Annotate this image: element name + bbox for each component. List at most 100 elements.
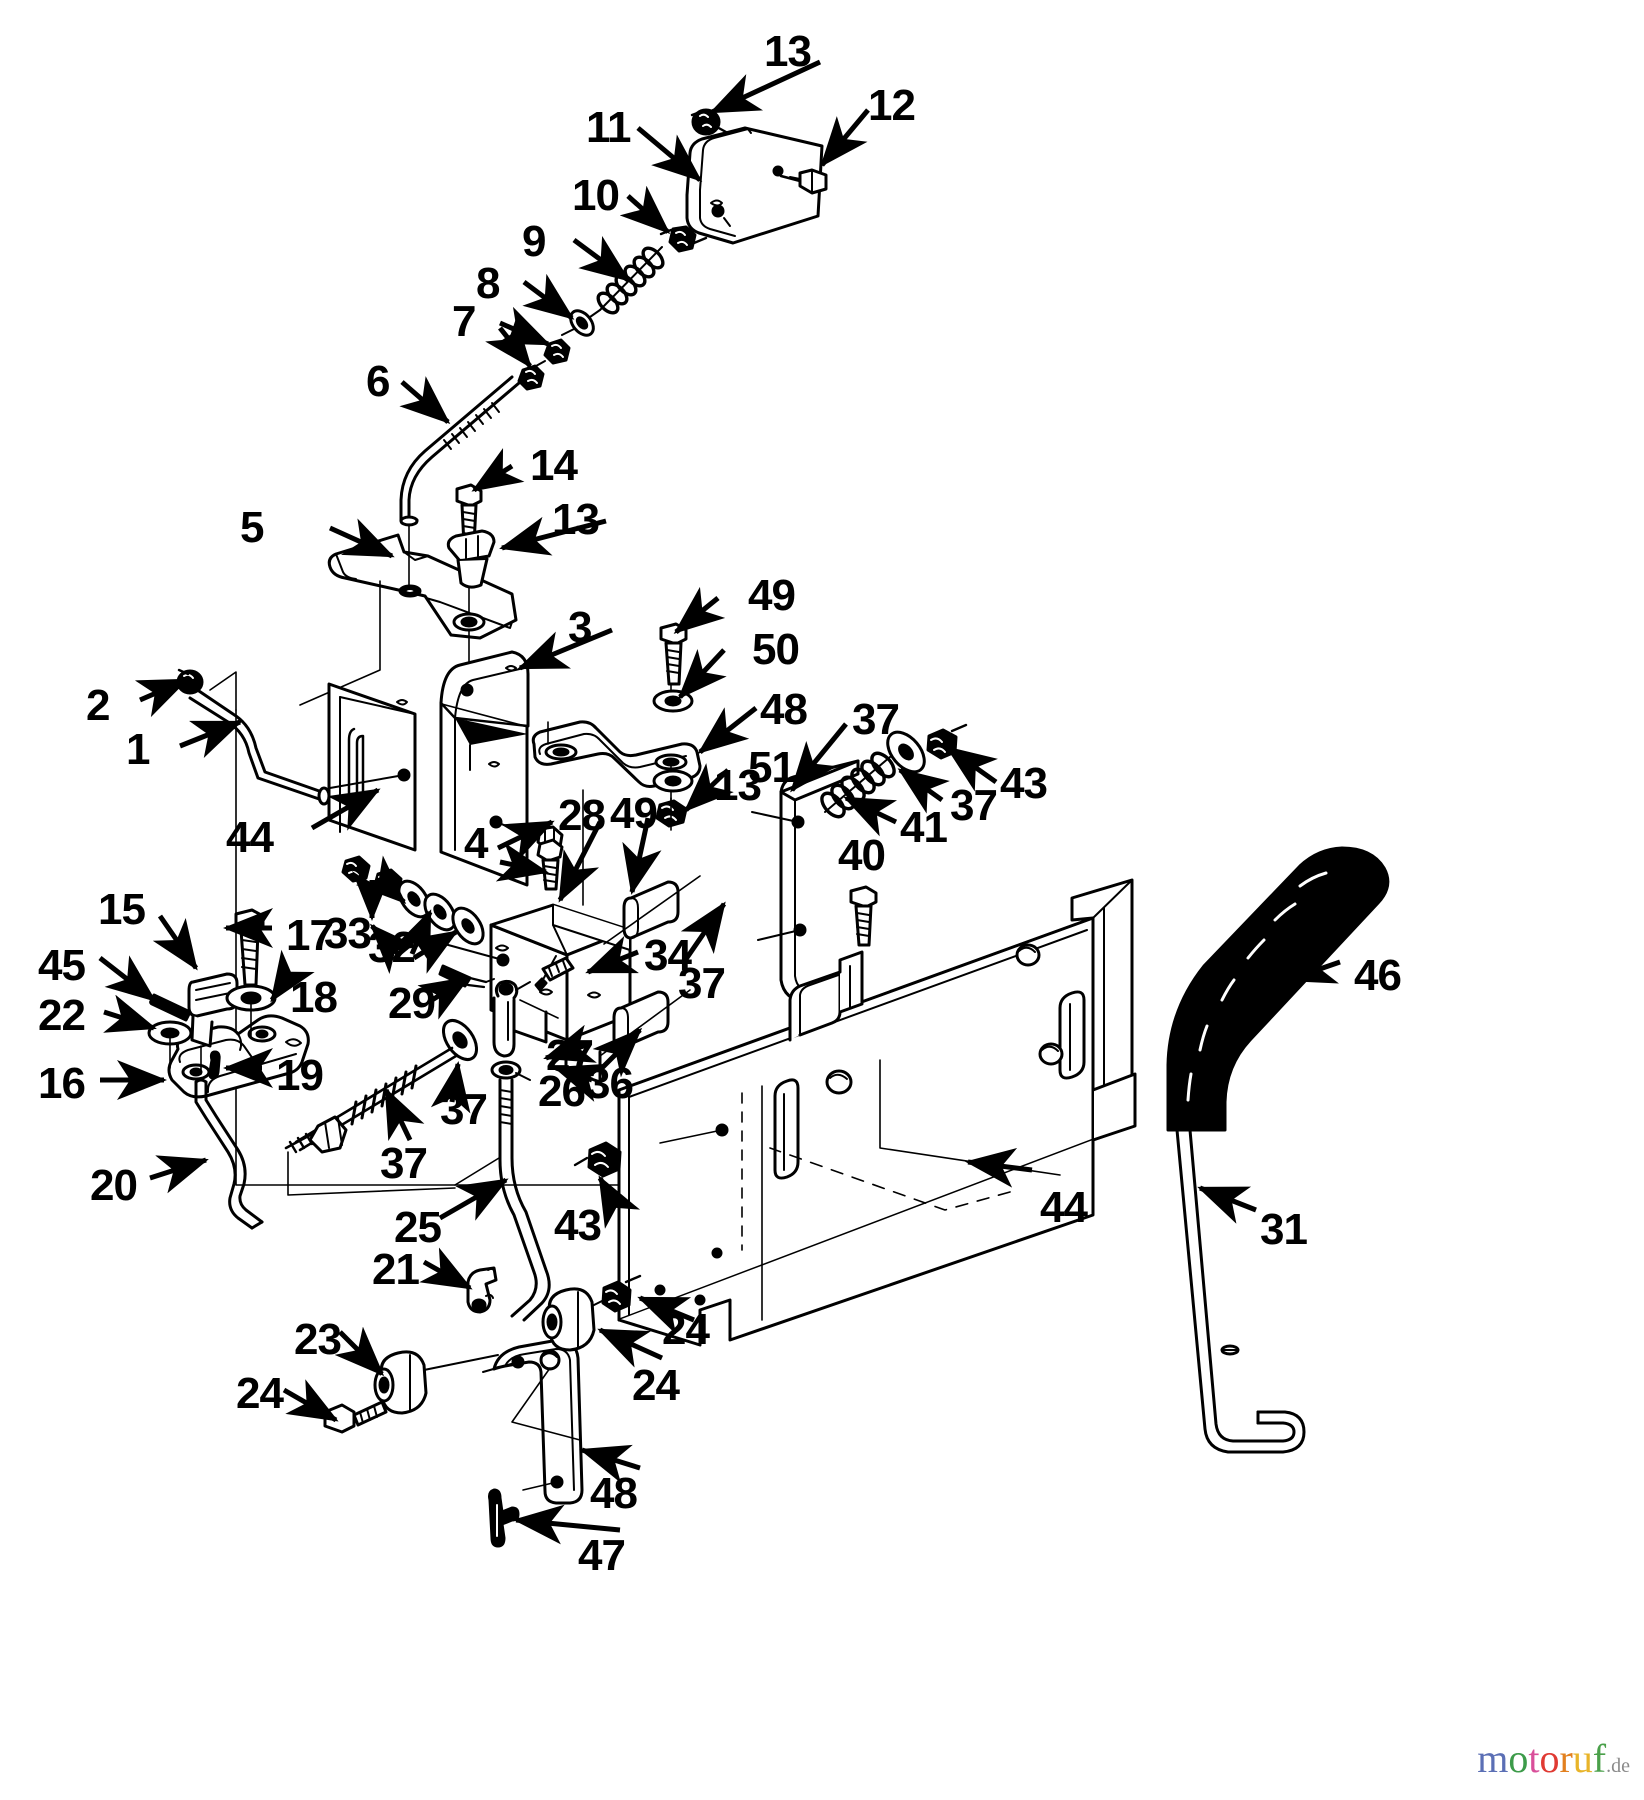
wm-letter-o1: o xyxy=(1508,1736,1529,1781)
wm-letter-t: t xyxy=(1528,1736,1540,1781)
clevis-29 xyxy=(492,979,559,1058)
callout-44: 44 xyxy=(1040,1183,1088,1232)
callout-9: 9 xyxy=(522,217,547,266)
callout-1: 1 xyxy=(126,725,151,774)
callout-10: 10 xyxy=(572,171,620,220)
hex-nut-pair-7 xyxy=(517,328,575,391)
shoulder-bolt-18 xyxy=(234,908,265,987)
wm-letter-o2: o xyxy=(1539,1736,1560,1781)
callout-53b: 51 xyxy=(748,743,796,792)
callout-37c: 37 xyxy=(950,781,998,830)
nut-28 xyxy=(490,1060,531,1081)
pivot-pin-16 xyxy=(187,972,239,1075)
lift-rod-32 xyxy=(1175,1128,1306,1454)
callout-37b: 37 xyxy=(678,959,726,1008)
lock-nut-13-top xyxy=(690,108,728,136)
callout-2: 2 xyxy=(86,681,111,730)
callout-33: 32 xyxy=(368,923,416,972)
callout-12: 12 xyxy=(868,81,916,130)
callout-8: 8 xyxy=(476,259,501,308)
callout-47: 46 xyxy=(1354,951,1402,1000)
lock-nut-13-lower xyxy=(655,797,688,831)
callout-49: 49 xyxy=(610,789,658,838)
callout-19: 18 xyxy=(290,973,338,1022)
threaded-rod-6 xyxy=(399,375,521,527)
lock-nut-25 xyxy=(601,1274,642,1313)
callout-46: 45 xyxy=(38,941,86,990)
compression-spring-9 xyxy=(596,246,665,315)
callout-41: 41 xyxy=(900,803,948,852)
callout-16: 15 xyxy=(98,885,146,934)
callout-35: 34 xyxy=(644,931,692,980)
callout-11: 11 xyxy=(586,103,632,152)
callout-37a: 37 xyxy=(440,1085,488,1134)
callout-31: 29 xyxy=(388,979,436,1028)
callout-13: 13 xyxy=(764,27,812,76)
callout-50: 48 xyxy=(590,1469,638,1518)
callout-25: 24 xyxy=(662,1305,710,1354)
hex-bolt-40 xyxy=(849,885,878,947)
flat-washer-53-upper xyxy=(652,689,694,713)
callout-28: 26 xyxy=(538,1067,586,1116)
flat-washer-37-center xyxy=(441,1018,479,1062)
callout-52: 49 xyxy=(748,571,796,620)
callout-24b: 24 xyxy=(632,1361,680,1410)
hex-nut-10 xyxy=(659,225,708,253)
flat-washer-8 xyxy=(569,309,601,337)
washer-23 xyxy=(147,1020,193,1069)
callout-6: 6 xyxy=(366,357,391,406)
callout-29: 27 xyxy=(546,1031,594,1080)
lever-grip-47 xyxy=(1166,846,1390,1132)
bell-crank-50 xyxy=(482,1338,584,1505)
callout-26: 24 xyxy=(236,1369,284,1418)
callout-45: 44 xyxy=(226,813,274,862)
wm-letter-u: u xyxy=(1572,1736,1593,1781)
callout-3: 3 xyxy=(568,603,593,652)
callout-53a: 50 xyxy=(752,625,800,674)
wm-suffix-de: .de xyxy=(1606,1755,1630,1777)
callout-22: 21 xyxy=(372,1245,420,1294)
callout-27: 25 xyxy=(394,1203,442,1252)
callout-14: 13 xyxy=(552,495,600,544)
callout-34: 33 xyxy=(324,909,372,958)
shoulder-screw-30 xyxy=(534,955,575,992)
roller-bushing-24-right xyxy=(541,1287,605,1352)
flange-nut-14 xyxy=(446,529,496,589)
callout-40: 40 xyxy=(838,831,886,880)
flat-washer-37-right xyxy=(886,730,926,774)
spacer-tube-49 xyxy=(603,875,701,945)
cotter-pin-20 xyxy=(208,1050,221,1080)
callout-13b: 13 xyxy=(714,761,762,810)
callout-17: 16 xyxy=(38,1059,86,1108)
carriage-bolt-26 xyxy=(323,1400,388,1434)
clip-22 xyxy=(466,1266,498,1314)
callout-48: 47 xyxy=(578,1531,626,1580)
callout-30: 28 xyxy=(558,791,606,840)
callout-18: 17 xyxy=(286,911,334,960)
callout-7: 7 xyxy=(452,297,477,346)
offset-link-51 xyxy=(531,720,702,788)
wm-letter-f: f xyxy=(1592,1736,1607,1781)
lock-nut-43-center xyxy=(573,1141,622,1178)
callout-43b: 43 xyxy=(554,1201,602,1250)
leader-lines xyxy=(98,59,1341,1545)
callout-5: 5 xyxy=(240,503,265,552)
main-frame-panel-44 xyxy=(617,878,1137,1347)
callout-38: 36 xyxy=(586,1059,634,1108)
callout-23: 22 xyxy=(38,991,86,1040)
callout-32: 31 xyxy=(1260,1205,1308,1254)
callout-43a: 43 xyxy=(1000,759,1048,808)
bent-rod-21 xyxy=(194,1078,264,1230)
callout-36: 37 xyxy=(380,1139,428,1188)
slotted-plate-45 xyxy=(327,682,417,852)
shoulder-screw-30-upper xyxy=(536,838,564,891)
callout-20: 19 xyxy=(276,1051,324,1100)
wm-letter-r: r xyxy=(1559,1736,1573,1781)
wm-letter-m: m xyxy=(1477,1736,1509,1781)
hex-screw-52 xyxy=(659,622,688,686)
link-rod-27 xyxy=(454,1078,551,1322)
callout-4: 4 xyxy=(464,819,489,868)
flat-washer-53-lower xyxy=(652,769,694,793)
callout-21: 20 xyxy=(90,1161,138,1210)
